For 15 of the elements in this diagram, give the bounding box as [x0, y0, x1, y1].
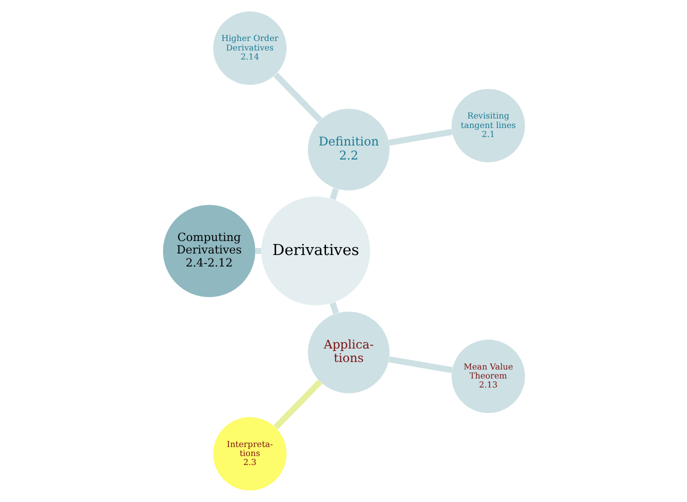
connector [254, 248, 261, 254]
connector [329, 302, 338, 314]
connector [329, 188, 338, 200]
node-circle: Mean Value Theorem 2.13 [451, 340, 524, 414]
node-circle: Revisiting tangent lines 2.1 [451, 88, 524, 162]
connector [273, 72, 322, 122]
connector [273, 380, 322, 430]
node-circle: Higher Order Derivatives 2.14 [212, 12, 286, 85]
connector [388, 128, 452, 146]
node-circle: Computing Derivatives 2.4-2.12 [162, 204, 255, 298]
node-circle: Interpreta- tions 2.3 [212, 417, 286, 490]
connector [388, 356, 452, 374]
node-circle: Definition 2.2 [307, 108, 390, 190]
node-circle: Derivatives [260, 196, 370, 306]
node-circle: Applica- tions [307, 312, 390, 394]
